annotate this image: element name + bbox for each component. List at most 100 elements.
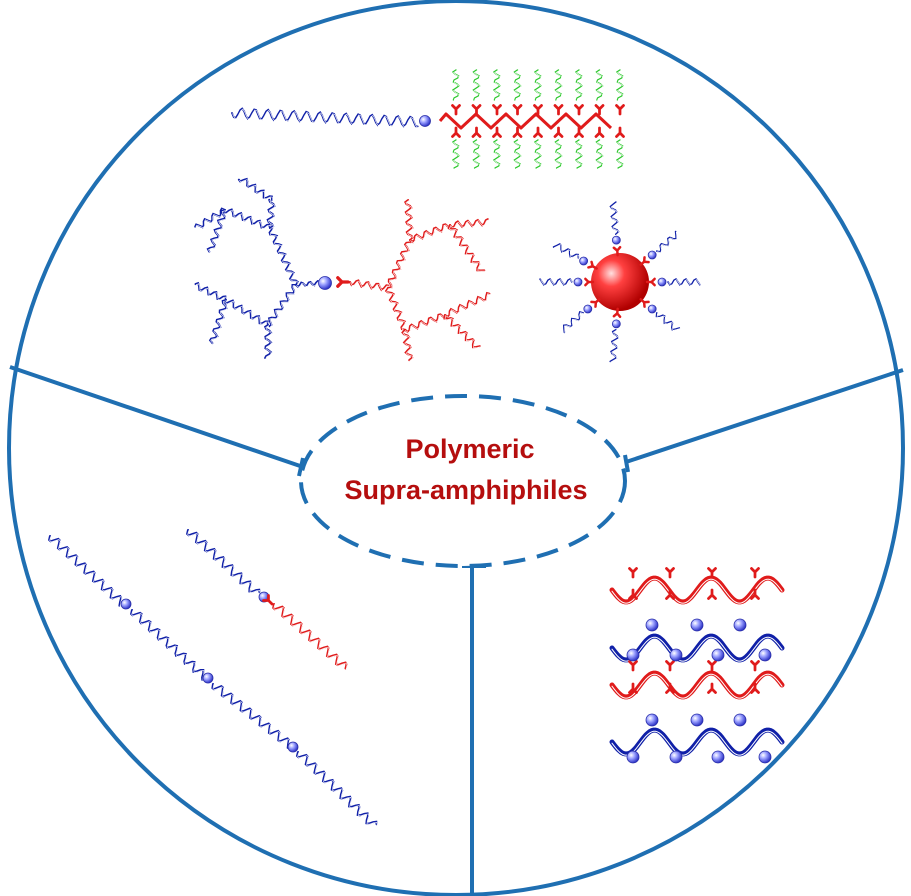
chain-highlight <box>617 70 625 101</box>
chain-highlight <box>232 108 419 128</box>
chain-highlight <box>540 279 573 286</box>
chain-highlight <box>453 70 461 101</box>
guest-unit <box>628 660 638 672</box>
guest-unit <box>612 307 622 319</box>
host-bead <box>626 750 640 764</box>
chain-highlight <box>514 70 522 101</box>
main-chain-segment <box>211 683 290 749</box>
dendron-branch <box>401 329 414 362</box>
host-bead <box>287 741 299 753</box>
dendron-branch <box>237 177 273 201</box>
guest-unit-top <box>451 104 461 116</box>
host-bead <box>733 713 747 727</box>
chain-highlight <box>473 140 481 169</box>
guest-unit <box>639 256 650 266</box>
chain-highlight <box>449 225 486 272</box>
guest-unit-bottom <box>533 126 543 138</box>
chain-highlight <box>576 140 584 169</box>
guest-unit <box>628 682 638 694</box>
dendron-branch <box>194 281 227 301</box>
chain-highlight <box>617 140 625 169</box>
guest-unit <box>587 260 598 270</box>
guest-unit <box>262 594 274 606</box>
chain-highlight <box>656 313 681 331</box>
chain-highlight <box>224 209 271 229</box>
guest-unit <box>612 245 622 257</box>
guest-unit-top <box>615 104 625 116</box>
host-bead <box>647 250 657 260</box>
guest-unit-top <box>594 104 605 116</box>
host-bead <box>626 648 640 662</box>
chain-highlight <box>450 219 489 229</box>
row-highlight <box>611 730 783 756</box>
chain-highlight <box>225 300 269 326</box>
diblock-blue-block <box>185 529 261 594</box>
guest-unit-top <box>512 104 523 116</box>
chain-highlight <box>553 244 580 259</box>
title-line-1: Polymeric <box>405 434 534 464</box>
chain-highlight <box>555 70 563 101</box>
guest-unit-bottom <box>594 126 605 138</box>
chain-highlight <box>405 314 447 334</box>
guest-unit <box>707 567 717 579</box>
guest-unit <box>645 277 656 287</box>
chain-highlight <box>610 202 620 236</box>
dendron-branch <box>224 299 269 326</box>
chain-highlight <box>208 210 226 253</box>
chain-highlight <box>444 315 481 349</box>
dendron-branch <box>447 224 486 272</box>
guest-unit <box>628 588 638 600</box>
center-ellipse <box>299 394 627 568</box>
chain-highlight <box>610 330 619 363</box>
host-bead <box>202 672 214 684</box>
dendron-branch <box>443 314 481 349</box>
linear-chain-assemblies <box>47 529 378 826</box>
main-chain-segment <box>295 751 378 826</box>
host-bead <box>690 713 704 727</box>
chain-highlight <box>576 70 584 101</box>
host-bead <box>669 750 683 764</box>
star-arm <box>656 230 678 253</box>
chain-highlight <box>535 70 543 101</box>
chain-highlight <box>296 281 319 288</box>
chain-highlight <box>49 536 123 607</box>
guest-unit <box>665 588 675 600</box>
divider-left-cap <box>297 457 305 477</box>
dendron-branch <box>223 208 271 229</box>
chain-highlight <box>657 231 678 253</box>
chain-highlight <box>350 280 390 292</box>
dendron-stem <box>295 280 319 289</box>
guest-unit <box>707 660 717 672</box>
chain-highlight <box>269 285 297 328</box>
host-bead <box>669 648 683 662</box>
guest-unit <box>750 660 760 672</box>
star-core-assembly <box>539 201 701 363</box>
divider-right <box>625 368 904 464</box>
title-line-2: Supra-amphiphiles <box>344 475 587 505</box>
guest-unit-bottom <box>512 126 523 138</box>
host-bead <box>120 598 132 610</box>
guest-unit <box>628 567 638 579</box>
comb-backbone <box>438 112 613 130</box>
dendron-branch <box>409 223 452 244</box>
chain-highlight <box>514 140 522 169</box>
divider-right-cap <box>623 454 630 473</box>
chain-highlight <box>564 312 585 334</box>
dendron-branch <box>267 284 297 328</box>
dendron-branch <box>349 279 390 292</box>
dendron-branch <box>208 299 228 345</box>
chain-highlight <box>265 325 273 359</box>
guest-unit <box>584 277 595 287</box>
guest-unit <box>665 660 675 672</box>
guest-unit-bottom <box>553 126 564 138</box>
guest-unit-top <box>471 104 482 116</box>
star-arm <box>667 278 701 286</box>
host-bead <box>711 648 725 662</box>
host-bead <box>573 277 583 287</box>
dendron-branch <box>444 291 491 319</box>
chain-highlight <box>273 604 348 670</box>
divider-left <box>9 365 307 470</box>
star-arm <box>609 329 620 363</box>
dendron-dendron-assembly <box>194 177 491 362</box>
dendron-branch <box>404 313 447 334</box>
